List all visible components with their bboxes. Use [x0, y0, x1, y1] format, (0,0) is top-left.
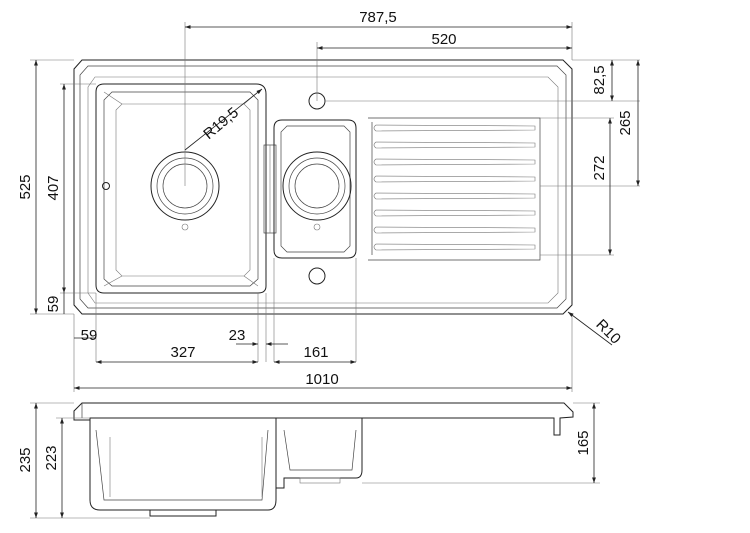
plan-view [73, 59, 573, 315]
main-bowl [95, 83, 267, 294]
dim-half-bowl-width: 161 [303, 344, 328, 361]
dim-overall-width: 1010 [305, 371, 338, 388]
dim-tap-hole-offset: 82,5 [591, 65, 608, 94]
sink-outline [73, 59, 573, 315]
side-top-plate [73, 402, 574, 436]
dim-drainer-length: 272 [591, 155, 608, 180]
dim-corner-radius-bowl: R19,5 [200, 104, 242, 143]
dim-bowl-left-offset: 59 [81, 327, 98, 344]
dim-half-bowl-height: 165 [575, 430, 592, 455]
dim-total-height: 235 [17, 447, 34, 472]
tap-hole-bottom [308, 267, 326, 285]
dim-bowl-depth-plan: 407 [45, 175, 62, 200]
side-dimensions: 235 223 165 [17, 402, 600, 519]
dim-corner-radius-outer: R10 [592, 316, 623, 347]
side-main-waste [149, 509, 217, 517]
plan-dimensions [30, 22, 640, 392]
dim-bowl-height: 223 [43, 445, 60, 470]
side-main-bowl [89, 418, 277, 511]
half-bowl-waste [282, 151, 352, 221]
drainer-grooves [368, 117, 541, 261]
dim-bowl-gap: 23 [229, 327, 246, 344]
dim-overall-depth: 525 [17, 174, 34, 199]
side-half-bowl [275, 418, 363, 489]
dim-drainer-top: 265 [617, 110, 634, 135]
overflow-hole [102, 182, 110, 190]
dim-bowl-front-offset: 59 [45, 296, 62, 313]
dim-main-bowl-width: 327 [170, 344, 195, 361]
side-view [73, 402, 574, 517]
half-bowl [273, 119, 357, 259]
dim-drainer-span: 520 [431, 31, 456, 48]
dim-top-span: 787,5 [359, 9, 397, 26]
